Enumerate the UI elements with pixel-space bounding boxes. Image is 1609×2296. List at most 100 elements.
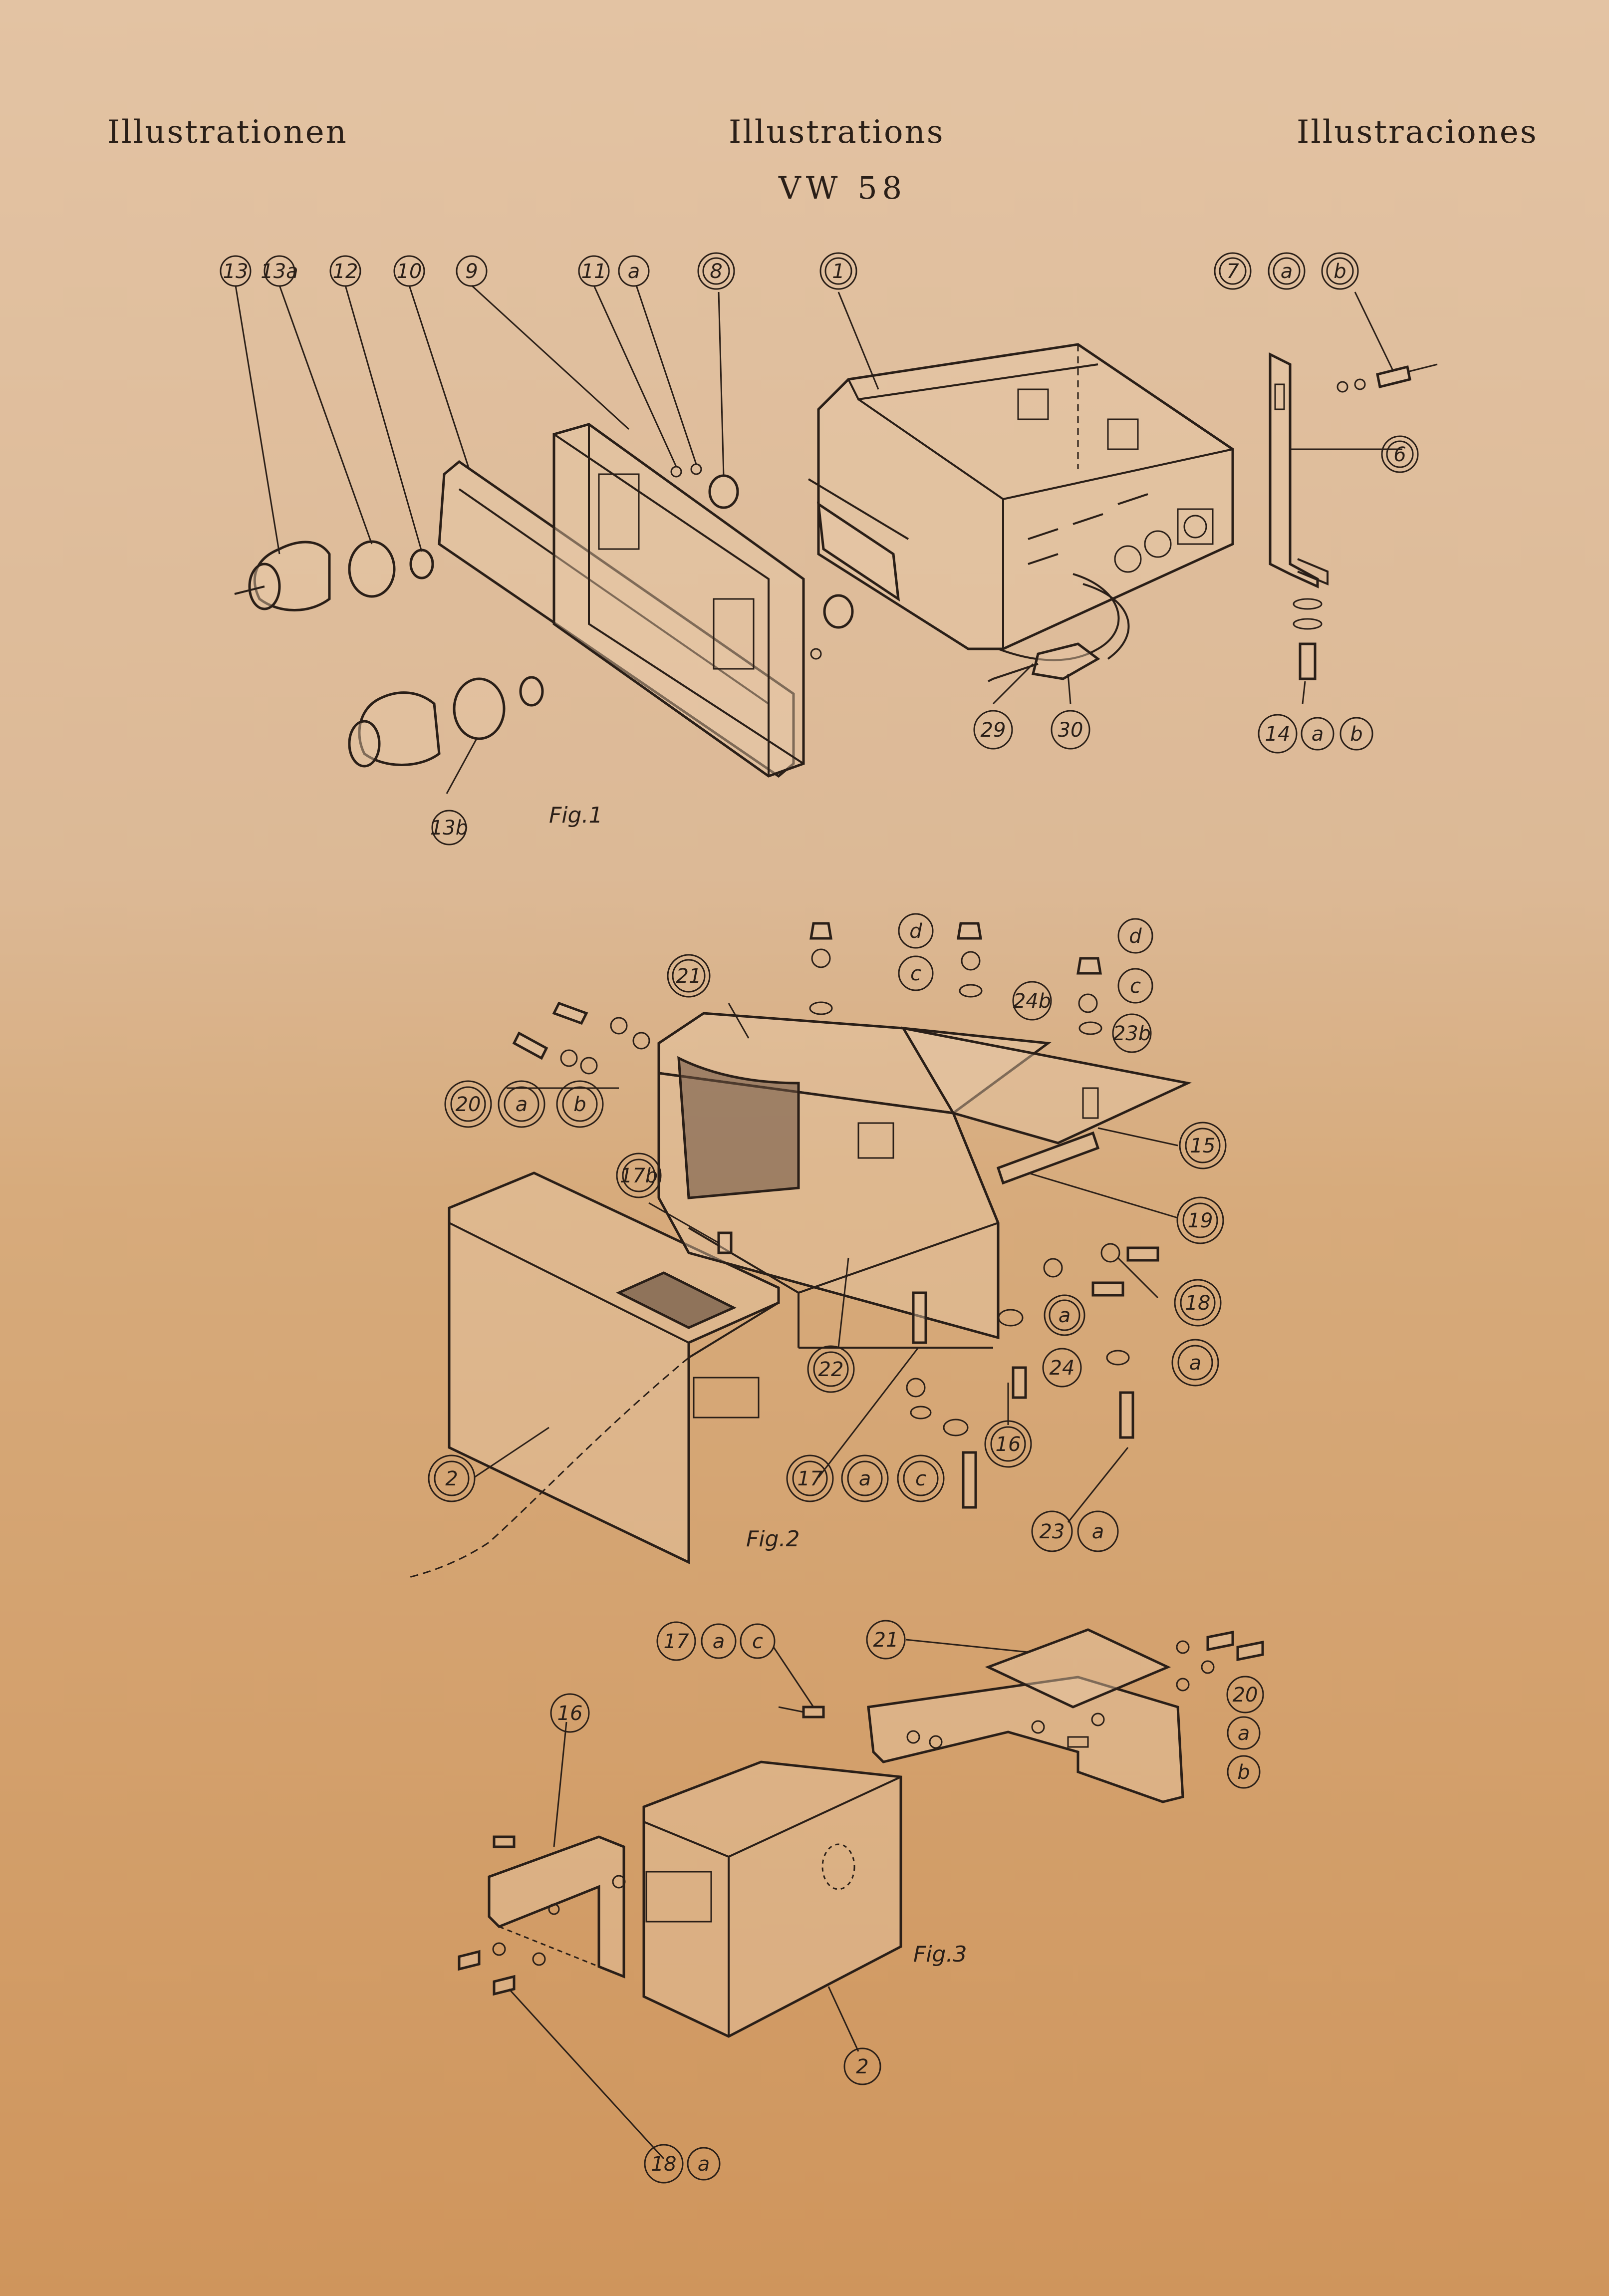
svg-text:13b: 13b	[430, 817, 468, 840]
callout-12: 12	[329, 255, 361, 287]
callout-23: 23	[1031, 1510, 1073, 1552]
fig1-radio-unit	[807, 343, 1234, 650]
model-number: VW 58	[779, 170, 907, 206]
callout-9: 9	[456, 255, 488, 287]
svg-text:d: d	[1129, 925, 1142, 948]
callout-22: 22	[807, 1345, 855, 1393]
svg-text:a: a	[859, 1467, 871, 1490]
figure-2-label: Fig.2	[746, 1526, 800, 1552]
svg-text:a: a	[516, 1093, 528, 1116]
callout-24b: 24b	[1012, 981, 1052, 1021]
svg-text:12: 12	[333, 260, 358, 283]
callout-14-b: b	[1340, 717, 1373, 751]
fig2-callouts: d c 24b d c 23b 21 20 a b 15 17b 19 18 a…	[428, 913, 1227, 1552]
callout-16: 16	[984, 1420, 1032, 1468]
callout-16-fig3: 16	[550, 1693, 590, 1733]
svg-text:6: 6	[1393, 443, 1406, 466]
callout-7: 7	[1214, 252, 1252, 290]
callout-d-1: d	[898, 913, 934, 949]
leader-lines	[235, 285, 1402, 2160]
callout-17: 17	[786, 1454, 834, 1502]
callout-23-a: a	[1077, 1510, 1119, 1552]
callout-14: 14	[1258, 714, 1298, 754]
callout-18-fig3: 18	[644, 2144, 684, 2184]
callout-7-b: b	[1321, 252, 1359, 290]
callout-21: 21	[667, 954, 711, 998]
callout-2-fig3: 2	[843, 2047, 881, 2085]
svg-text:a: a	[1281, 260, 1293, 283]
callout-20b-fig3: b	[1227, 1755, 1261, 1789]
callout-10: 10	[393, 255, 425, 287]
svg-text:30: 30	[1058, 719, 1083, 742]
callout-20a-fig3: a	[1227, 1716, 1261, 1750]
figure-1-label: Fig.1	[549, 803, 603, 828]
svg-text:23: 23	[1040, 1520, 1065, 1543]
svg-text:14: 14	[1265, 723, 1291, 746]
fig3-battery	[642, 1760, 902, 2038]
svg-text:b: b	[1237, 1761, 1250, 1784]
figure-3-label: Fig.3	[913, 1942, 967, 1967]
fig3-brackets	[488, 1628, 1184, 1979]
svg-text:b: b	[1334, 260, 1346, 283]
svg-text:17: 17	[664, 1630, 689, 1653]
svg-text:18: 18	[651, 2153, 677, 2176]
svg-text:22: 22	[818, 1358, 844, 1381]
svg-text:2: 2	[856, 2055, 868, 2078]
svg-text:c: c	[915, 1467, 926, 1490]
callout-20-fig3: 20	[1226, 1676, 1264, 1714]
callout-11-a: a	[618, 255, 650, 287]
svg-text:18: 18	[1185, 1292, 1211, 1315]
svg-text:19: 19	[1188, 1209, 1213, 1232]
callout-15: 15	[1179, 1122, 1227, 1169]
fig1-knobs	[234, 463, 854, 768]
svg-text:10: 10	[397, 260, 422, 283]
callout-c-1: c	[898, 955, 934, 991]
svg-text:a: a	[1059, 1304, 1071, 1327]
fig1-callouts: 13 13a 12 10 9 11 a 8 1 7 a b 6 29 30 14…	[220, 252, 1419, 846]
callout-14-a: a	[1301, 717, 1335, 751]
callout-30: 30	[1051, 710, 1090, 750]
callout-21-fig3: 21	[866, 1620, 906, 1660]
callout-13b: 13b	[430, 810, 468, 846]
header-french: Illustrations	[729, 114, 945, 151]
callout-8: 8	[697, 252, 735, 290]
svg-text:2: 2	[445, 1467, 458, 1490]
svg-text:d: d	[909, 920, 922, 943]
callout-d-2: d	[1117, 918, 1153, 954]
svg-text:29: 29	[981, 719, 1006, 742]
callout-6: 6	[1381, 435, 1419, 473]
svg-text:17: 17	[798, 1467, 823, 1490]
svg-text:c: c	[910, 962, 921, 985]
callout-13: 13	[220, 255, 252, 287]
callout-20: 20	[444, 1080, 492, 1128]
svg-text:b: b	[573, 1093, 586, 1116]
fig1-front-frame	[438, 423, 805, 778]
callout-18a-fig3: a	[687, 2147, 721, 2181]
callout-a-1: a	[1044, 1294, 1085, 1336]
header-spanish: Illustraciones	[1297, 114, 1538, 151]
fig1-mounting-bracket	[1269, 352, 1329, 588]
svg-text:a: a	[628, 260, 640, 283]
svg-text:20: 20	[1233, 1684, 1258, 1707]
callout-7-a: a	[1268, 252, 1306, 290]
callout-24: 24	[1042, 1348, 1082, 1388]
svg-text:13: 13	[223, 260, 249, 283]
callout-17-fig3: 17	[656, 1621, 696, 1661]
svg-text:24: 24	[1050, 1357, 1075, 1380]
header-german: Illustrationen	[107, 114, 348, 151]
callout-13a: 13a	[261, 255, 298, 287]
svg-text:17b: 17b	[620, 1164, 658, 1187]
svg-text:8: 8	[710, 260, 722, 283]
svg-text:a: a	[1312, 723, 1324, 746]
fig3-hardware	[458, 1630, 1264, 1996]
fig1-hardware	[1293, 363, 1438, 680]
fig2-bracket-assembly	[657, 1012, 1192, 1349]
callout-17c-fig3: c	[740, 1623, 776, 1659]
callout-23b: 23b	[1112, 1013, 1152, 1053]
svg-text:23b: 23b	[1113, 1022, 1151, 1045]
svg-text:9: 9	[465, 260, 478, 283]
svg-text:16: 16	[557, 1702, 583, 1725]
callout-11: 11	[578, 255, 610, 287]
svg-text:21: 21	[676, 965, 702, 988]
callout-1: 1	[819, 252, 857, 290]
